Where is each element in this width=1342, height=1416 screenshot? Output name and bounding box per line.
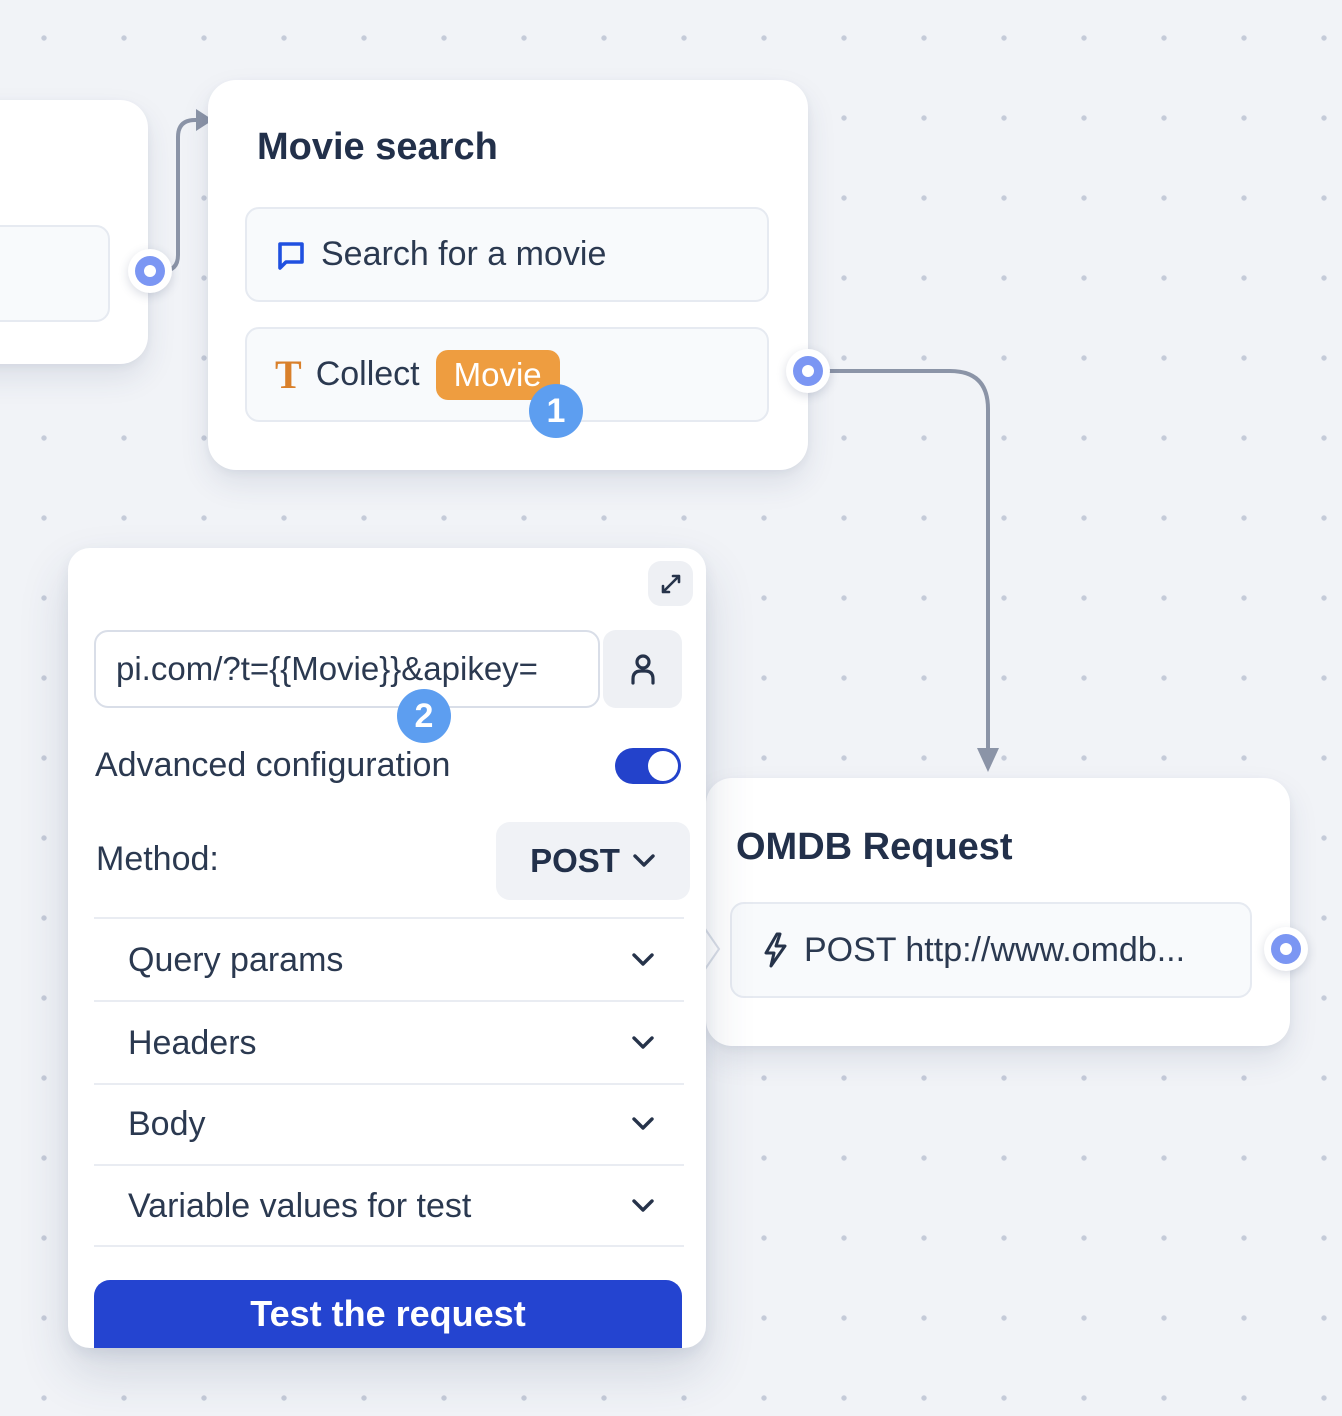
chat-bubble-icon	[278, 241, 304, 270]
divider	[94, 1245, 684, 1247]
connector-movie-search-to-omdb	[822, 369, 990, 750]
port-hole	[144, 265, 156, 277]
advanced-configuration-toggle[interactable]	[615, 748, 681, 784]
step-2-badge: 2	[397, 689, 451, 743]
port-ring	[135, 256, 165, 286]
advanced-configuration-label: Advanced configuration	[95, 746, 451, 784]
connection-port-output-movie-search[interactable]	[786, 349, 830, 393]
divider	[94, 917, 684, 919]
divider	[94, 1164, 684, 1166]
port-hole	[802, 365, 814, 377]
connection-port-output-omdb[interactable]	[1264, 927, 1308, 971]
partial-node-row[interactable]	[0, 225, 110, 322]
variable-badge: Movie	[435, 349, 560, 400]
url-input[interactable]	[94, 630, 600, 708]
section-headers[interactable]: Headers	[94, 1003, 684, 1083]
section-variable-values[interactable]: Variable values for test	[94, 1166, 684, 1246]
collect-block-row[interactable]: T Collect Movie	[245, 327, 769, 422]
port-hole	[1280, 943, 1292, 955]
question-block-row[interactable]: Search for a movie	[245, 207, 769, 302]
movie-search-node[interactable]: Movie search Search for a movie T Collec…	[208, 80, 808, 470]
section-query-params[interactable]: Query params	[94, 920, 684, 1000]
node-title: OMDB Request	[736, 826, 1013, 868]
expand-button[interactable]	[648, 561, 693, 606]
method-label: Method:	[96, 840, 219, 878]
section-body[interactable]: Body	[94, 1084, 684, 1164]
connection-port-output-left-node[interactable]	[128, 249, 172, 293]
chevron-down-icon	[632, 953, 654, 966]
step-1-badge: 1	[529, 384, 583, 438]
partial-node-card[interactable]	[0, 100, 148, 364]
expand-icon	[661, 574, 680, 593]
node-title: Movie search	[257, 126, 498, 168]
section-label: Variable values for test	[128, 1186, 472, 1225]
omdb-request-node[interactable]: OMDB Request POST http://www.omdb...	[700, 778, 1290, 1046]
collect-block-label: Collect	[315, 355, 420, 393]
user-variable-button[interactable]	[603, 630, 682, 708]
arrowhead-down-icon	[977, 748, 999, 772]
question-block-label: Search for a movie	[321, 235, 607, 273]
chevron-down-icon	[633, 854, 655, 867]
webhook-block-row[interactable]: POST http://www.omdb...	[730, 902, 1252, 998]
webhook-config-panel: Advanced configuration Method: POST Quer…	[68, 548, 706, 1348]
lightning-icon	[764, 932, 787, 968]
test-request-button[interactable]: Test the request	[94, 1280, 682, 1348]
webhook-block-label: POST http://www.omdb...	[804, 930, 1186, 969]
divider	[94, 1083, 684, 1085]
toggle-knob	[648, 751, 678, 781]
section-label: Query params	[128, 940, 344, 979]
person-icon	[630, 654, 655, 685]
method-value: POST	[530, 842, 620, 879]
port-ring	[793, 356, 823, 386]
chevron-down-icon	[632, 1117, 654, 1130]
chevron-down-icon	[632, 1199, 654, 1212]
method-select[interactable]: POST	[496, 822, 690, 900]
section-label: Body	[128, 1104, 206, 1143]
divider	[94, 1000, 684, 1002]
section-label: Headers	[128, 1023, 257, 1062]
connector-left-to-movie-search	[148, 118, 200, 273]
arrowhead-right-icon	[196, 109, 213, 131]
text-collect-icon: T	[275, 351, 302, 397]
chevron-down-icon	[632, 1036, 654, 1049]
port-ring	[1271, 934, 1301, 964]
